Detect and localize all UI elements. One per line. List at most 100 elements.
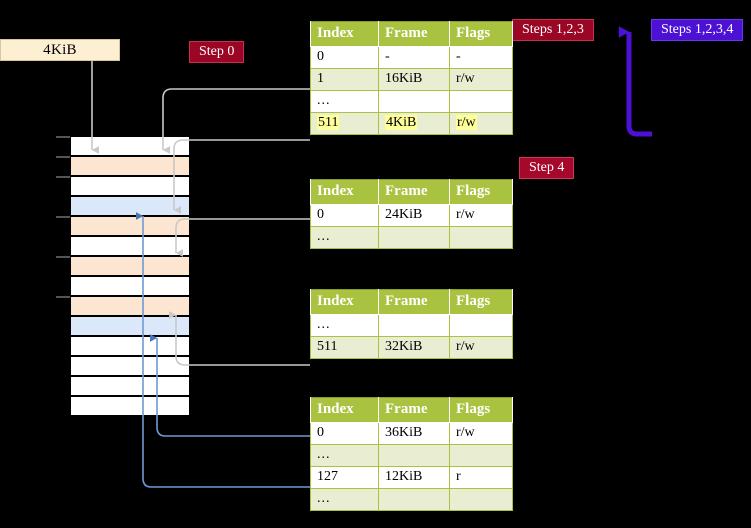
cell-text: ... xyxy=(317,229,331,244)
memory-tick xyxy=(56,156,70,158)
cell-frame xyxy=(378,444,450,467)
column-header-flags: Flags xyxy=(449,397,513,423)
cell-index: ... xyxy=(310,488,379,511)
table-row: ... xyxy=(310,444,513,467)
table-row: 0 24KiB r/w xyxy=(310,204,513,227)
cell-index: 0 xyxy=(310,204,379,227)
memory-frame-row xyxy=(70,196,190,216)
table-row: 1 16KiB r/w xyxy=(310,68,513,91)
cell-text: r/w xyxy=(456,207,475,222)
memory-frame-row xyxy=(70,216,190,236)
cell-flags: r/w xyxy=(449,112,513,135)
memory-frame-row xyxy=(70,396,190,416)
memory-tick xyxy=(56,256,70,258)
steps-123-badge: Steps 1,2,3 xyxy=(512,19,594,42)
memory-frame-row xyxy=(70,296,190,316)
cell-index: 0 xyxy=(310,422,379,445)
memory-frame-row xyxy=(70,356,190,376)
table-body: 0 24KiB r/w... xyxy=(310,204,513,249)
cell-text: - xyxy=(456,49,461,64)
cell-text: r/w xyxy=(456,71,475,86)
cell-text: ... xyxy=(317,491,331,506)
cell-text: ... xyxy=(317,317,331,332)
cell-flags: r xyxy=(449,466,513,489)
memory-frame-row xyxy=(70,276,190,296)
cell-text: ... xyxy=(317,447,331,462)
cell-index: 0 xyxy=(310,46,379,69)
cell-text: 32KiB xyxy=(385,339,423,354)
table-row: ... xyxy=(310,226,513,249)
column-header-frame: Frame xyxy=(378,21,450,47)
steps-1234-arrow xyxy=(618,26,652,137)
wire-t1-row511-to-frame xyxy=(173,139,310,214)
cell-frame: - xyxy=(378,46,450,69)
steps-1234-badge: Steps 1,2,3,4 xyxy=(651,19,744,42)
column-header-index: Index xyxy=(310,21,379,47)
cell-frame: 24KiB xyxy=(378,204,450,227)
cell-text: 16KiB xyxy=(385,71,423,86)
memory-tick xyxy=(56,296,70,298)
memory-frame-row xyxy=(70,156,190,176)
cell-flags xyxy=(449,90,513,113)
cell-text: 0 xyxy=(317,49,324,64)
column-header-flags: Flags xyxy=(449,289,513,315)
cell-text: r xyxy=(456,469,461,484)
cell-text: 127 xyxy=(317,469,338,484)
cell-text: r/w xyxy=(456,425,475,440)
memory-size-label: 4KiB xyxy=(0,39,120,61)
memory-frame-row xyxy=(70,316,190,336)
cell-text: 24KiB xyxy=(385,207,423,222)
memory-tick xyxy=(56,176,70,178)
table-row: ... xyxy=(310,90,513,113)
cell-flags xyxy=(449,444,513,467)
cell-frame: 4KiB xyxy=(378,112,450,135)
cell-flags: r/w xyxy=(449,204,513,227)
column-header-frame: Frame xyxy=(378,179,450,205)
step-0-badge: Step 0 xyxy=(189,41,245,64)
column-header-index: Index xyxy=(310,179,379,205)
table-header-row: Index Frame Flags xyxy=(310,289,513,315)
memory-frame-row xyxy=(70,336,190,356)
cell-index: 127 xyxy=(310,466,379,489)
page-table: Index Frame Flags 0 24KiB r/w... xyxy=(310,179,513,249)
column-header-frame: Frame xyxy=(378,289,450,315)
cell-text: 511 xyxy=(317,339,338,354)
column-header-index: Index xyxy=(310,289,379,315)
table-header-row: Index Frame Flags xyxy=(310,397,513,423)
cell-frame xyxy=(378,226,450,249)
cell-frame xyxy=(378,90,450,113)
physical-memory-column xyxy=(70,136,190,416)
cell-text: r/w xyxy=(456,115,477,130)
cell-text: 0 xyxy=(317,207,324,222)
cell-index: ... xyxy=(310,226,379,249)
cell-index: 511 xyxy=(310,336,379,359)
cell-flags: r/w xyxy=(449,422,513,445)
cell-text: - xyxy=(385,49,390,64)
cell-flags xyxy=(449,314,513,337)
column-header-flags: Flags xyxy=(449,179,513,205)
cell-flags: r/w xyxy=(449,68,513,91)
cell-text: ... xyxy=(317,93,331,108)
cell-flags xyxy=(449,488,513,511)
cell-flags xyxy=(449,226,513,249)
cell-frame: 16KiB xyxy=(378,68,450,91)
cell-frame xyxy=(378,488,450,511)
column-header-flags: Flags xyxy=(449,21,513,47)
cell-text: 0 xyxy=(317,425,324,440)
cell-index: ... xyxy=(310,90,379,113)
column-header-frame: Frame xyxy=(378,397,450,423)
cell-text: 1 xyxy=(317,71,324,86)
step-4-badge: Step 4 xyxy=(519,157,575,180)
memory-frame-row xyxy=(70,176,190,196)
